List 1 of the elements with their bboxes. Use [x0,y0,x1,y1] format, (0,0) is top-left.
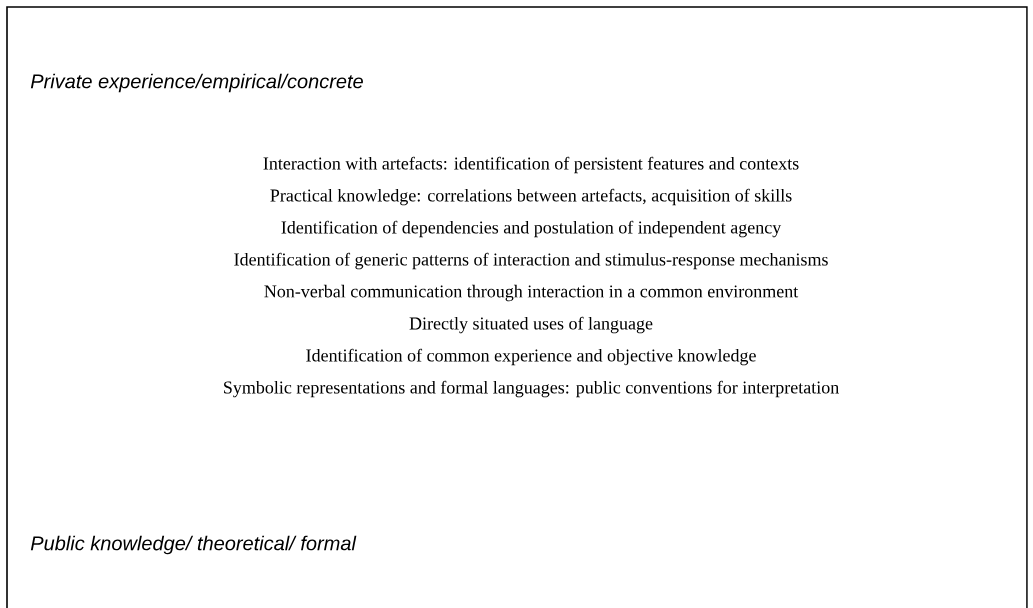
text-panel: Private experience/empirical/concrete Interaction with artefacts: identification of persistent features and contexts Practical knowledge: correlations between artefacts, acquisition of skills Identification of dependencies and postulation of independent agency Identification of generic patterns of interaction and stimulus-response mechanisms Non-verbal communication through interaction in a common environment Directly situated uses of language Identification of common experience and objective knowledge Symbolic representations and formal languages: public conventions for interpretation Public knowledge/ theoretical/ formal [6,6,1028,608]
